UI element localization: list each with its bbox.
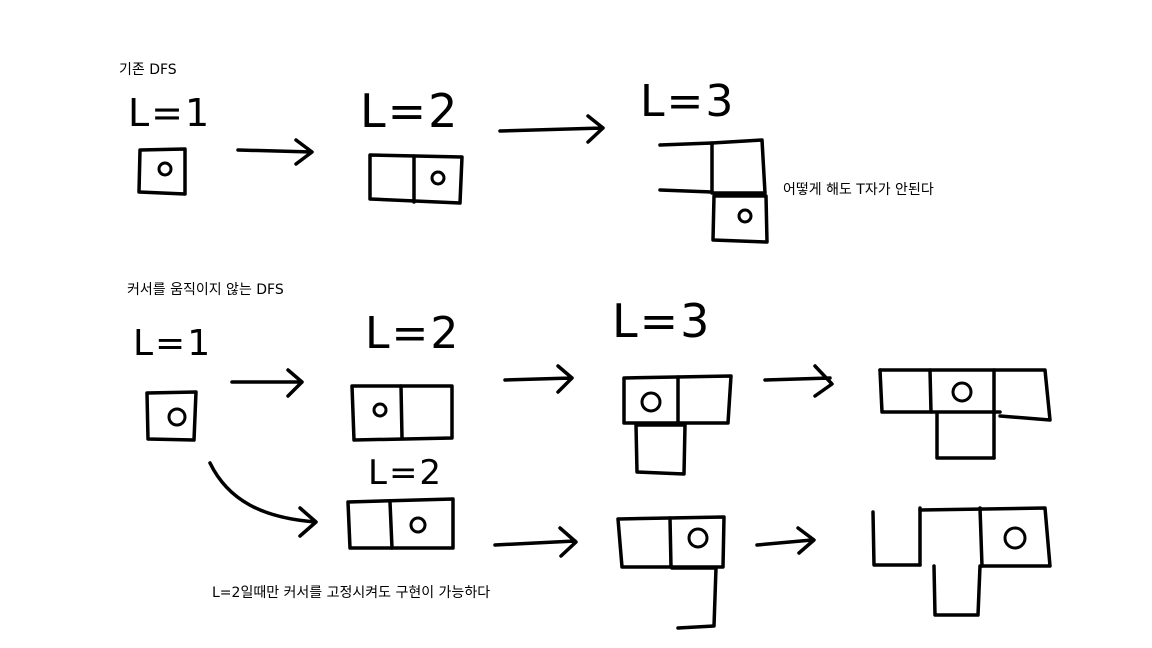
cursor-dot: [1003, 526, 1027, 550]
curved-arrow-icon: [208, 461, 318, 538]
top-section-title: 기존 DFS: [119, 62, 177, 78]
bottom-t-shape-branch: [871, 506, 1052, 617]
branch-l3-cells: [616, 515, 726, 630]
bottom-t-shape-top: [878, 368, 1052, 460]
arrow-right-icon: [503, 364, 574, 394]
cursor-dot: [640, 391, 662, 413]
branch-l2-cells: [346, 497, 455, 550]
arrow-right-icon: [498, 114, 605, 144]
top-label-l3: L=3: [640, 76, 736, 127]
top-l1-cell: [137, 147, 187, 196]
cursor-dot: [372, 402, 388, 418]
cursor-dot: [157, 161, 173, 177]
top-section-note: 어떻게 해도 T자가 안된다: [783, 182, 934, 198]
cursor-dot: [687, 527, 709, 549]
arrow-right-icon: [236, 138, 314, 166]
bottom-section-note: L=2일때만 커서를 고정시켜도 구현이 가능하다: [212, 585, 491, 601]
cursor-dot: [409, 516, 427, 534]
bottom-label-l2: L=2: [365, 308, 461, 359]
arrow-right-icon: [763, 364, 834, 398]
arrow-right-icon: [755, 526, 816, 555]
top-label-l1: L=1: [128, 91, 212, 135]
cursor-dot: [167, 407, 187, 427]
branch-label-l2: L=2: [368, 453, 444, 493]
bottom-l2-cells: [350, 384, 454, 442]
bottom-l3-cells: [622, 374, 733, 476]
bottom-label-l3: L=3: [612, 294, 712, 348]
bottom-section-title: 커서를 움직이지 않는 DFS: [127, 282, 284, 298]
bottom-l1-cell: [145, 390, 198, 442]
top-label-l2: L=2: [360, 84, 460, 138]
cursor-dot: [430, 170, 446, 186]
top-l2-cells: [368, 153, 464, 205]
bottom-label-l1: L=1: [133, 323, 213, 364]
cursor-dot: [951, 381, 973, 403]
arrow-right-icon: [230, 368, 304, 398]
arrow-right-icon: [493, 526, 578, 558]
cursor-dot: [737, 208, 753, 224]
top-l3-cells: [658, 138, 769, 244]
